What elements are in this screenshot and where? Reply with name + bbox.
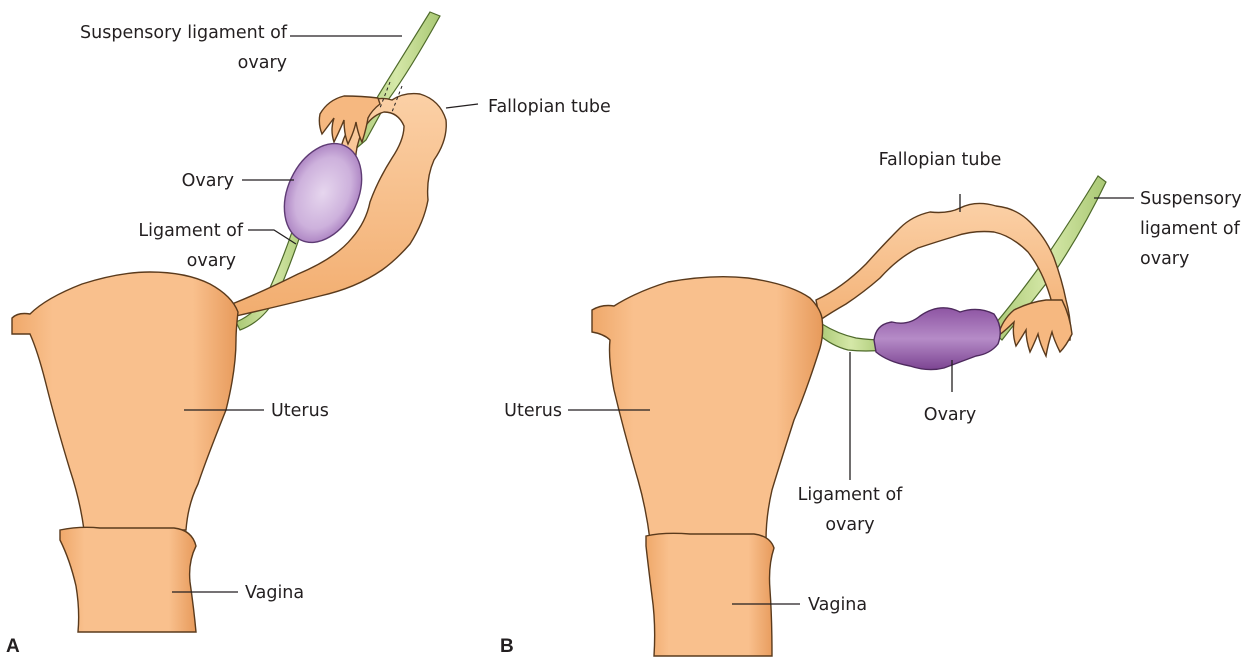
labels-b: Fallopian tube Suspensory ligament of ov… (500, 150, 1242, 657)
label-suspensory-ligament-b-line1: Suspensory (1140, 189, 1242, 209)
label-ligament-of-ovary-a-line1: Ligament of (138, 221, 243, 241)
label-suspensory-ligament-b-line3: ovary (1140, 249, 1189, 269)
label-ovary-b: Ovary (924, 405, 976, 425)
label-ligament-of-ovary-b-line1: Ligament of (798, 485, 903, 505)
label-uterus-a: Uterus (271, 401, 329, 421)
panel-b (592, 176, 1106, 656)
label-ovary-a: Ovary (182, 171, 234, 191)
vagina-a (60, 527, 196, 632)
label-ligament-of-ovary-b-line2: ovary (825, 515, 874, 535)
label-fallopian-tube-a: Fallopian tube (488, 97, 611, 117)
label-suspensory-ligament-b-line2: ligament of (1140, 219, 1241, 239)
panel-letter-b: B (500, 636, 514, 657)
uterus-b (592, 277, 823, 540)
panel-letter-a: A (6, 636, 20, 657)
label-uterus-b: Uterus (504, 401, 562, 421)
leader-fallopian-a (446, 104, 478, 108)
uterus-a (12, 272, 238, 530)
label-ligament-of-ovary-a-line2: ovary (187, 251, 236, 271)
label-vagina-a: Vagina (245, 583, 304, 603)
label-fallopian-tube-b: Fallopian tube (879, 150, 1002, 170)
label-suspensory-ligament-a-line2: ovary (238, 53, 287, 73)
ovary-b (874, 308, 1000, 370)
label-vagina-b: Vagina (808, 595, 867, 615)
label-suspensory-ligament-a-line1: Suspensory ligament of (80, 23, 288, 43)
vagina-b (646, 533, 774, 656)
panel-a (12, 12, 446, 632)
